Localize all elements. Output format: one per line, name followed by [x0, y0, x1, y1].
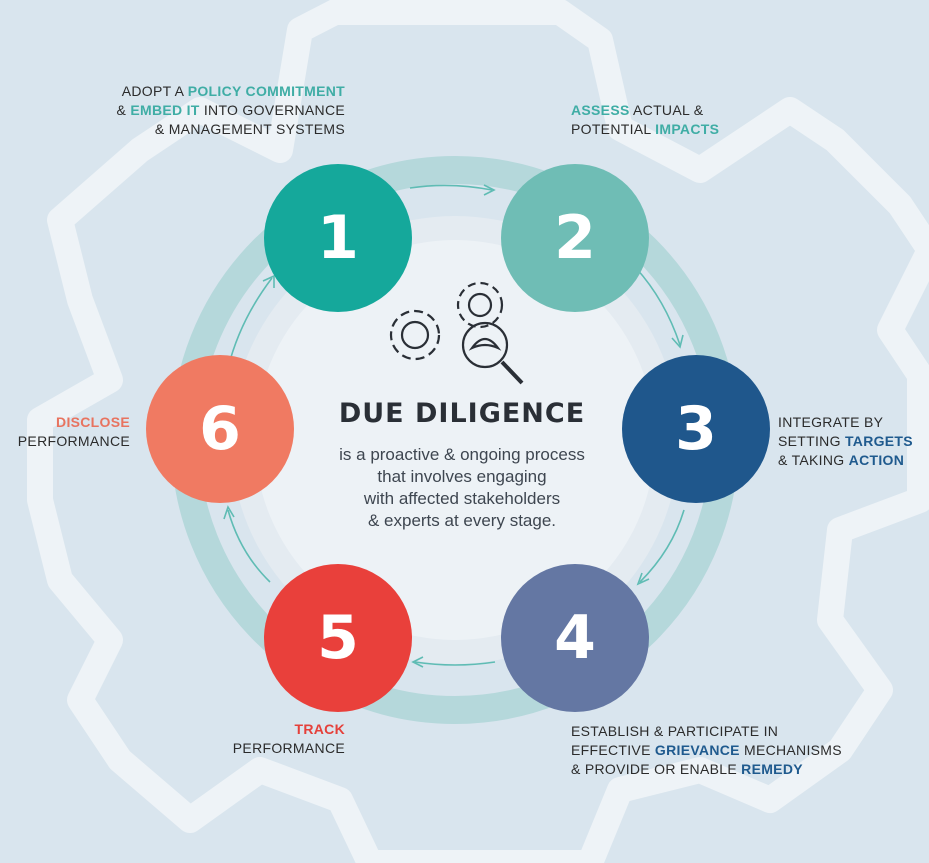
arrow-4-5 [411, 656, 496, 668]
inner-disc [255, 240, 655, 640]
label-highlight: DISCLOSE [56, 414, 130, 430]
step-number: 3 [675, 394, 717, 464]
label-text: SETTING [778, 433, 845, 449]
label-text: ADOPT A [121, 83, 188, 99]
label-text: & TAKING [778, 452, 849, 468]
label-highlight: TARGETS [844, 433, 913, 449]
description-line: is a proactive & ongoing process [339, 445, 585, 464]
label-text: POTENTIAL [571, 121, 656, 137]
label-highlight: POLICY COMMITMENT [187, 83, 345, 99]
arrow-3-4 [636, 509, 685, 586]
flow-arrows [223, 184, 685, 668]
step-circle-3[interactable]: 3 [622, 355, 770, 503]
step-3-label: INTEGRATE BY SETTING TARGETS & TAKING AC… [778, 413, 913, 470]
description-line: & experts at every stage. [367, 511, 557, 530]
step-circle-1[interactable]: 1 [264, 164, 412, 312]
label-text: ACTUAL & [629, 102, 704, 118]
step-5-label: TRACK PERFORMANCE [200, 720, 345, 758]
label-text: INTEGRATE BY [778, 414, 884, 430]
step-circle-6[interactable]: 6 [146, 355, 294, 503]
background-gear [27, 0, 929, 863]
label-text: & [116, 102, 131, 118]
center-title: DUE DILIGENCE [338, 398, 586, 429]
label-highlight: EMBED IT [130, 102, 200, 118]
label-highlight: IMPACTS [655, 121, 720, 137]
step-circle-4[interactable]: 4 [501, 564, 649, 712]
step-number: 6 [199, 394, 241, 464]
step-4-label: ESTABLISH & PARTICIPATE IN EFFECTIVE GRI… [571, 722, 842, 779]
label-highlight: GRIEVANCE [654, 742, 740, 758]
label-text: PERFORMANCE [232, 740, 345, 756]
label-text: PERFORMANCE [17, 433, 130, 449]
label-highlight: ACTION [848, 452, 905, 468]
label-highlight: ASSESS [571, 102, 630, 118]
description-line: that involves engaging [377, 467, 547, 486]
step-number: 2 [554, 203, 596, 273]
label-highlight: TRACK [294, 721, 345, 737]
label-text: & MANAGEMENT SYSTEMS [154, 121, 345, 137]
arrow-1-2 [409, 184, 496, 196]
arrow-2-3 [635, 267, 684, 349]
step-6-label: DISCLOSE PERFORMANCE [10, 413, 130, 451]
label-text: ESTABLISH & PARTICIPATE IN [571, 723, 779, 739]
step-number: 1 [317, 203, 359, 273]
step-1-label: ADOPT A POLICY COMMITMENT & EMBED IT INT… [90, 82, 345, 139]
label-text: MECHANISMS [739, 742, 842, 758]
step-number: 5 [317, 603, 359, 673]
label-text: INTO GOVERNANCE [199, 102, 345, 118]
center-description: is a proactive & ongoing process that in… [300, 444, 624, 532]
label-highlight: REMEDY [741, 761, 803, 777]
gears-magnifier-icon [389, 281, 524, 385]
label-text: & PROVIDE OR ENABLE [571, 761, 742, 777]
description-line: with affected stakeholders [363, 489, 561, 508]
step-number: 4 [554, 603, 596, 673]
label-text: EFFECTIVE [571, 742, 655, 758]
step-circle-5[interactable]: 5 [264, 564, 412, 712]
step-2-label: ASSESS ACTUAL & POTENTIAL IMPACTS [571, 101, 719, 139]
arrow-5-6 [223, 505, 271, 583]
step-circle-2[interactable]: 2 [501, 164, 649, 312]
